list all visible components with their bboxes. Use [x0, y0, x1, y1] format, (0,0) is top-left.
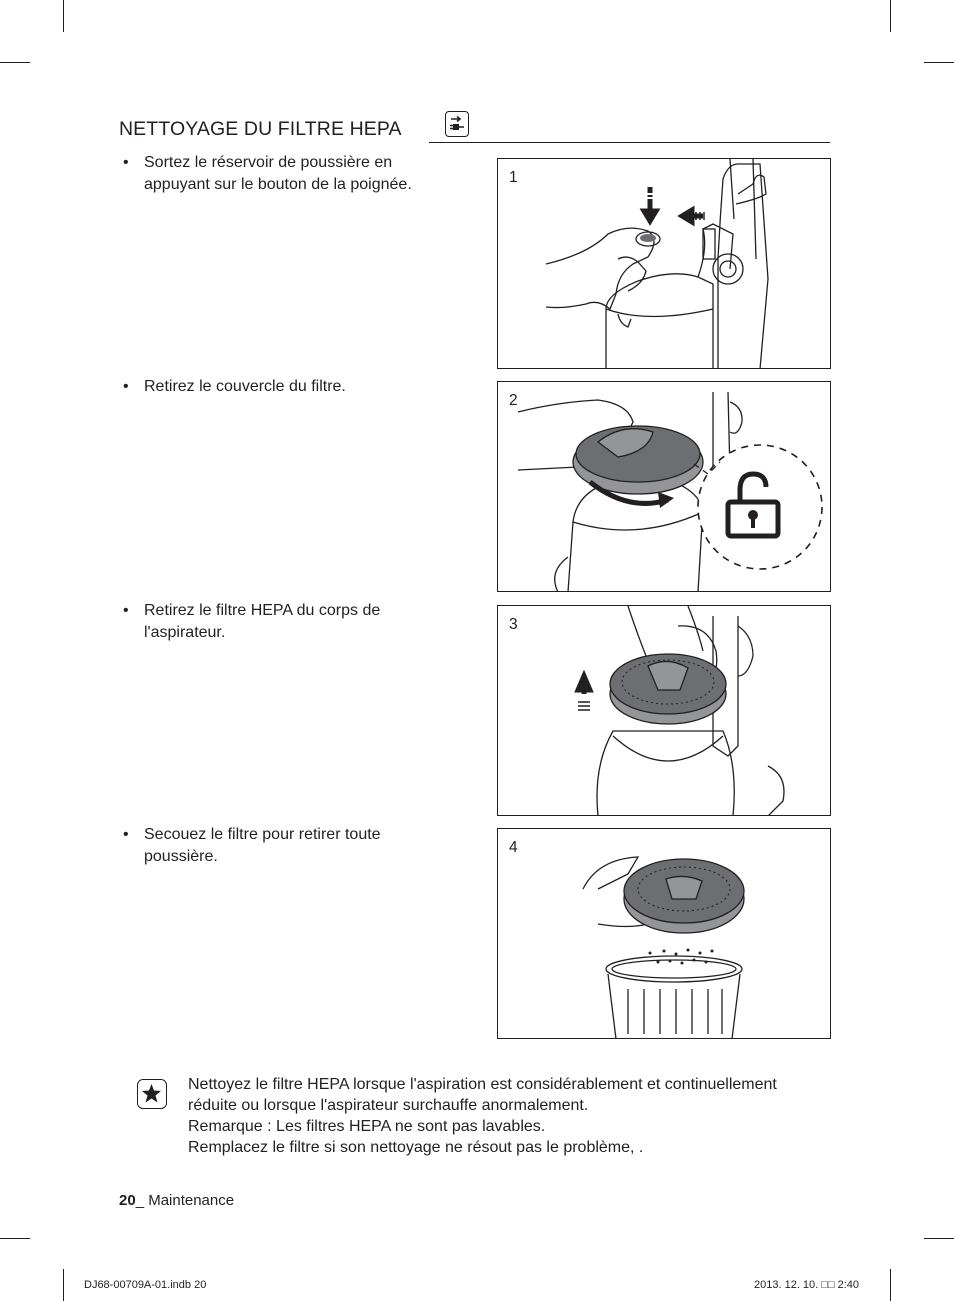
step-text: Retirez le filtre HEPA du corps de l'asp…	[144, 602, 381, 641]
page-title: NETTOYAGE DU FILTRE HEPA	[119, 118, 402, 140]
bullet-dot: •	[123, 154, 129, 171]
note-line: réduite ou lorsque l'aspirateur surchauf…	[188, 1097, 589, 1114]
step-2-illustration: 2	[497, 381, 831, 592]
page-footer: 20_ Maintenance	[119, 1192, 234, 1209]
print-slug-datetime: 2013. 12. 10. □□ 2:40	[754, 1279, 859, 1291]
step-1-illustration: 1	[497, 158, 831, 369]
note-line: Nettoyez le filtre HEPA lorsque l'aspira…	[188, 1076, 777, 1093]
step-number: 4	[509, 839, 518, 856]
press-button-illustration	[545, 159, 769, 368]
step-number: 2	[509, 392, 518, 409]
remove-filter-cover-illustration	[517, 391, 823, 591]
crop-mark	[63, 0, 64, 32]
star-note-icon	[137, 1079, 167, 1109]
step-4-instruction: • Secouez le filtre pour retirer toute p…	[123, 824, 453, 867]
note-line: Remarque : Les filtres HEPA ne sont pas …	[188, 1118, 546, 1135]
title-rule	[429, 142, 830, 143]
section-name: _ Maintenance	[135, 1192, 235, 1209]
step-number: 1	[509, 169, 518, 186]
step-number: 3	[509, 616, 518, 633]
crop-mark	[924, 62, 954, 63]
note-line: Remplacez le filtre si son nettoyage ne …	[188, 1139, 644, 1156]
step-4-illustration: 4	[497, 828, 831, 1039]
unplug-icon	[445, 111, 469, 137]
print-slug-file: DJ68-00709A-01.indb 20	[84, 1279, 207, 1291]
crop-mark	[0, 1238, 30, 1239]
slug-date: 2013. 12. 10.	[754, 1279, 822, 1291]
bullet-dot: •	[123, 826, 129, 843]
crop-mark	[0, 62, 30, 63]
section-header: NETTOYAGE DU FILTRE HEPA	[119, 108, 830, 144]
step-text: Sortez le réservoir de poussière en appu…	[144, 154, 412, 193]
step-3-illustration: 3	[497, 605, 831, 816]
crop-mark	[63, 1269, 64, 1301]
crop-mark	[924, 1238, 954, 1239]
bullet-dot: •	[123, 378, 129, 395]
step-1-instruction: • Sortez le réservoir de poussière en ap…	[123, 152, 453, 195]
page-number: 20	[119, 1192, 136, 1209]
slug-time-glyphs: □□	[821, 1279, 835, 1291]
bullet-dot: •	[123, 602, 129, 619]
step-text: Secouez le filtre pour retirer toute pou…	[144, 826, 381, 865]
step-text: Retirez le couvercle du filtre.	[144, 378, 346, 395]
slug-time: 2:40	[834, 1279, 860, 1291]
shake-filter-illustration	[582, 856, 745, 1038]
step-3-instruction: • Retirez le filtre HEPA du corps de l'a…	[123, 600, 453, 643]
crop-mark	[890, 1269, 891, 1301]
crop-mark	[890, 0, 891, 32]
step-2-instruction: • Retirez le couvercle du filtre.	[123, 376, 453, 398]
remove-hepa-filter-illustration	[574, 606, 785, 815]
note-text: Nettoyez le filtre HEPA lorsque l'aspira…	[188, 1074, 833, 1158]
